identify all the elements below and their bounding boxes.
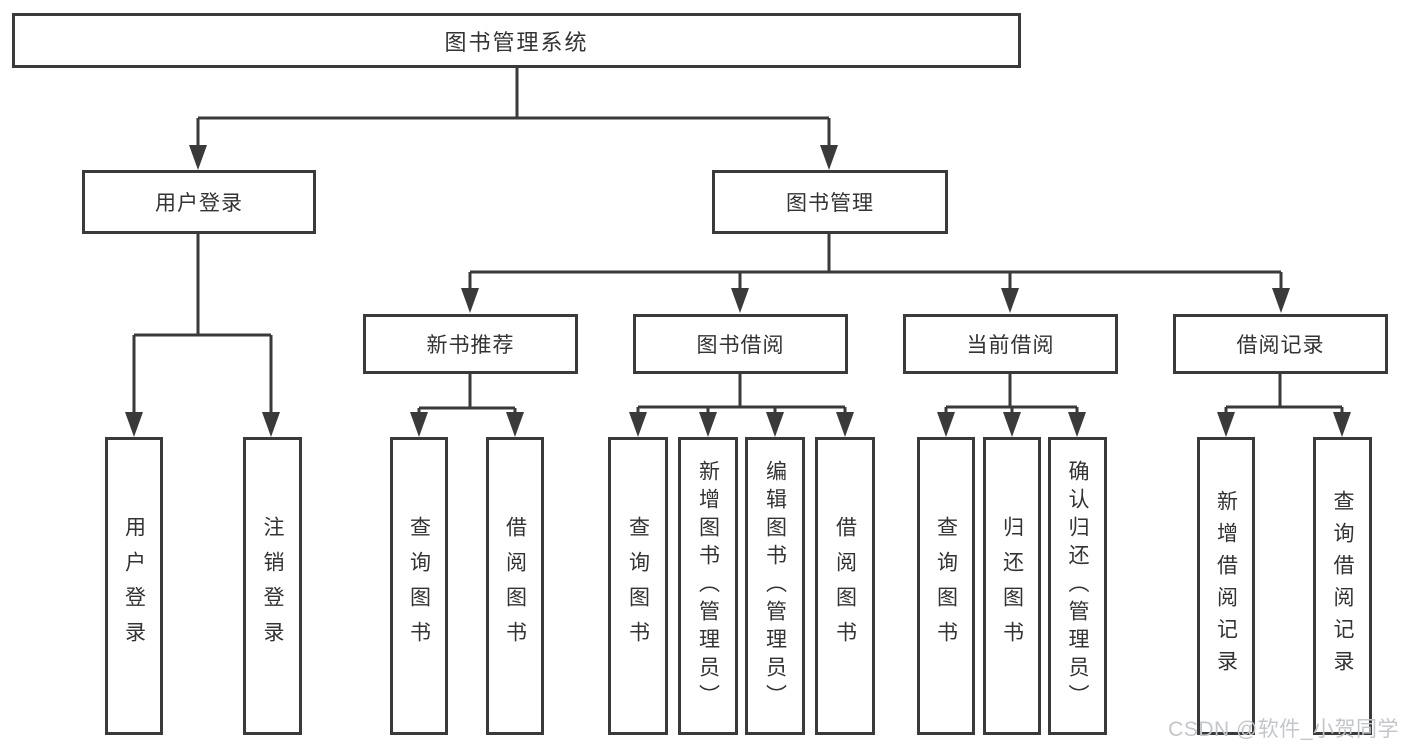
node-library-management-system: 图书管理系统: [12, 13, 1021, 68]
leaf-br-query-record: 查询借阅记录: [1313, 437, 1372, 735]
node-borrowing-records: 借阅记录: [1173, 314, 1388, 374]
leaf-bb-query-books: 查询图书: [608, 437, 668, 735]
node-current-borrowing: 当前借阅: [903, 314, 1118, 374]
leaf-cb-return-books: 归还图书: [983, 437, 1041, 735]
leaf-rec-borrow-books: 借阅图书: [486, 437, 544, 735]
node-book-borrowing: 图书借阅: [633, 314, 848, 374]
leaf-bb-edit-books-admin: 编辑图书（管理员）: [745, 437, 805, 735]
leaf-cb-query-books: 查询图书: [917, 437, 975, 735]
csdn-watermark: CSDN @软件_小贺同学: [1168, 718, 1399, 741]
arrowhead-icons: [125, 145, 1351, 437]
leaf-cb-confirm-return-admin: 确认归还（管理员）: [1048, 437, 1107, 735]
node-book-management: 图书管理: [712, 170, 948, 234]
leaf-user-login: 用户登录: [105, 437, 163, 735]
leaf-rec-query-books: 查询图书: [390, 437, 448, 735]
leaf-br-add-record: 新增借阅记录: [1197, 437, 1255, 735]
leaf-bb-borrow-books: 借阅图书: [815, 437, 875, 735]
node-user-login: 用户登录: [82, 170, 316, 234]
node-new-book-recommend: 新书推荐: [363, 314, 578, 374]
leaf-bb-add-books-admin: 新增图书（管理员）: [678, 437, 738, 735]
leaf-logout: 注销登录: [243, 437, 302, 735]
